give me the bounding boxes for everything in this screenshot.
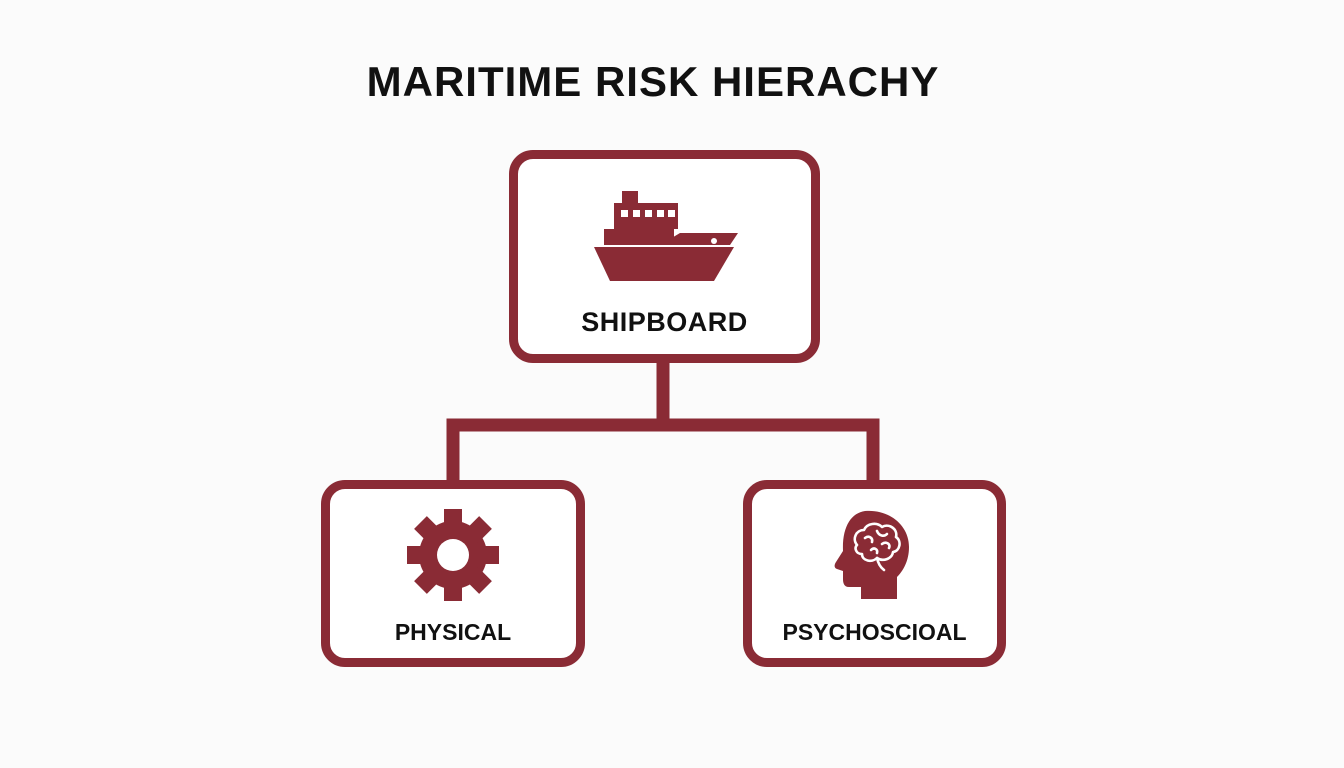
psychosocial-label: PSYCHOSCIOAL [782,619,967,645]
physical-node: PHYSICAL [321,480,585,667]
psychosocial-node: PSYCHOSCIOAL [743,480,1006,667]
shipboard-node: SHIPBOARD [509,150,820,363]
diagram-title: MARITIME RISK HIERACHY [366,58,940,105]
shipboard-label: SHIPBOARD [581,307,748,337]
gear-icon [330,507,576,603]
physical-label: PHYSICAL [394,619,512,645]
branch-connector [446,418,880,482]
ship-icon [518,187,811,283]
head-brain-icon [752,507,997,603]
